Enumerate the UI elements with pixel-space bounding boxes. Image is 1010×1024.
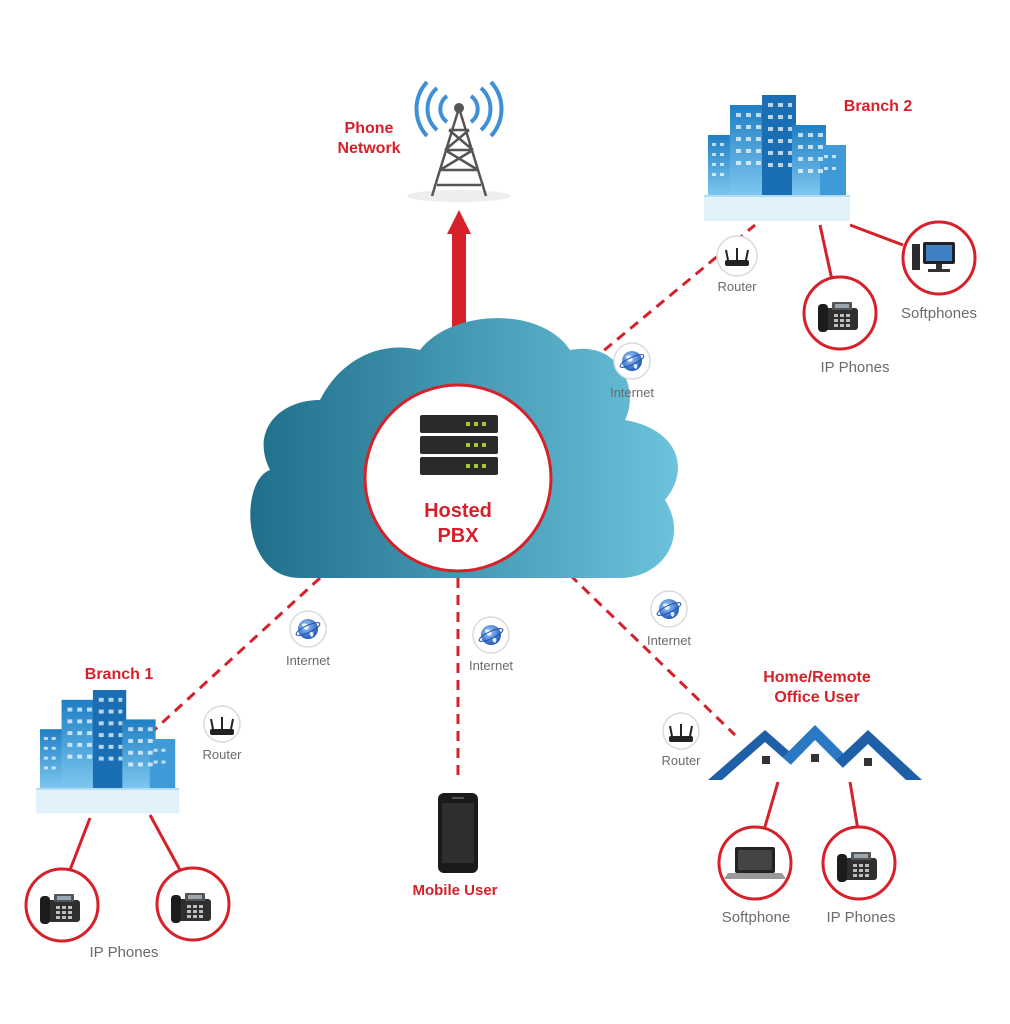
ip-phone-icon bbox=[40, 894, 80, 924]
branch1-title: Branch 1 bbox=[85, 666, 154, 683]
phone-network-line2: Network bbox=[337, 140, 400, 157]
branch1-ip-phones-label: IP Phones bbox=[90, 944, 159, 961]
mobile-internet-label: Internet bbox=[469, 658, 513, 673]
arrow-up-icon bbox=[447, 210, 471, 332]
ip-phone-icon bbox=[837, 852, 877, 882]
branch2-building-icon bbox=[704, 95, 850, 221]
house-icon bbox=[708, 725, 922, 780]
home-internet-label: Internet bbox=[647, 633, 691, 648]
branch1-phone2-connector bbox=[148, 814, 182, 871]
home-router-label: Router bbox=[661, 753, 701, 768]
server-icon bbox=[420, 415, 498, 475]
home-title-line1: Home/Remote bbox=[763, 669, 871, 686]
link-cloud-home bbox=[568, 573, 737, 737]
branch2-softphone-connector bbox=[849, 223, 904, 247]
branch2-router-label: Router bbox=[717, 279, 757, 294]
desktop-computer-icon bbox=[912, 242, 955, 272]
branch2-internet-label: Internet bbox=[610, 385, 654, 400]
cell-tower-icon bbox=[407, 80, 511, 202]
pbx-title-line2: PBX bbox=[437, 525, 479, 547]
smartphone-icon bbox=[438, 793, 478, 873]
link-cloud-branch1 bbox=[150, 576, 322, 734]
branch1-internet-label: Internet bbox=[286, 653, 330, 668]
ip-phone-icon bbox=[171, 893, 211, 923]
ip-phone-icon bbox=[818, 302, 858, 332]
branch2-phone-connector bbox=[818, 224, 834, 281]
branch2-title: Branch 2 bbox=[844, 98, 913, 115]
home-softphone-label: Softphone bbox=[722, 909, 790, 926]
branch2-softphones-label: Softphones bbox=[901, 305, 977, 322]
home-softphone-connector bbox=[762, 781, 780, 831]
home-phone-connector bbox=[848, 781, 860, 831]
phone-network-line1: Phone bbox=[345, 120, 394, 137]
branch1-router-label: Router bbox=[202, 747, 242, 762]
branch1-building-icon bbox=[36, 690, 180, 814]
branch1-phone1-connector bbox=[68, 817, 92, 871]
pbx-hub-circle bbox=[363, 383, 553, 573]
home-ip-phones-label: IP Phones bbox=[827, 909, 896, 926]
pbx-title-line1: Hosted bbox=[424, 500, 492, 522]
mobile-user-label: Mobile User bbox=[412, 882, 497, 899]
home-title-line2: Office User bbox=[774, 689, 859, 706]
laptop-icon bbox=[724, 847, 786, 879]
branch2-ip-phones-label: IP Phones bbox=[821, 359, 890, 376]
